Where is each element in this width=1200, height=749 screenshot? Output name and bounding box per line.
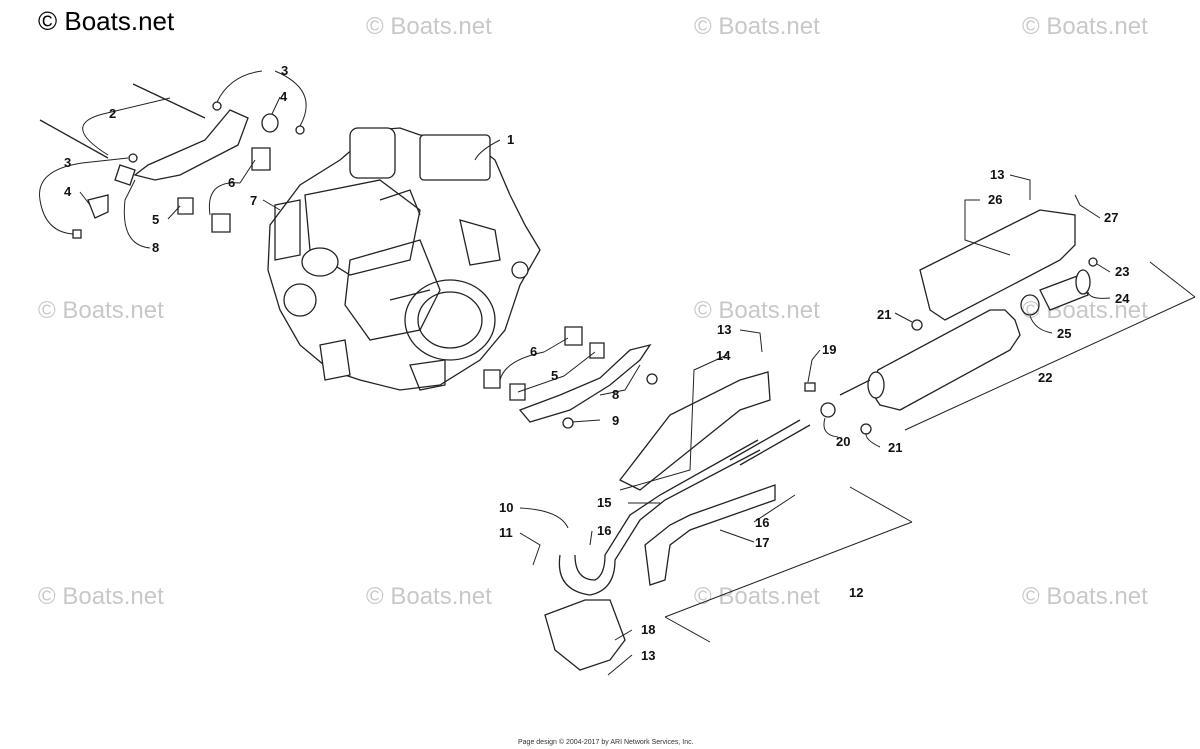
callout-14: 14: [716, 348, 731, 363]
nut-21: [860, 423, 872, 435]
callout-19: 19: [822, 342, 836, 357]
lower-mount-parts: [483, 326, 658, 429]
engine-illustration: [267, 127, 541, 391]
head-pipe-15: [558, 439, 761, 596]
callout-10: 10: [499, 500, 513, 515]
watermark: © Boats.net: [694, 583, 820, 610]
leader-lines: [39, 70, 1111, 676]
watermark: © Boats.net: [694, 13, 820, 40]
shield-18: [544, 599, 626, 671]
callout-24: 24: [1115, 291, 1130, 306]
callout-4: 4: [64, 184, 72, 199]
callout-11: 11: [499, 525, 513, 540]
callout-9: 9: [612, 413, 619, 428]
callout-18: 18: [641, 622, 655, 637]
callout-15: 15: [597, 495, 611, 510]
gasket-25: [1020, 294, 1040, 316]
watermark: © Boats.net: [38, 583, 164, 610]
callout-labels: 1 2 3 3 4 4 5 5 6 6 7 8 8 9 10 11 12 13 …: [64, 63, 1130, 663]
callout-20: 20: [836, 434, 850, 449]
callout-6: 6: [530, 344, 537, 359]
callout-27: 27: [1104, 210, 1118, 225]
watermark: © Boats.net: [366, 583, 492, 610]
bolt-23: [1088, 257, 1098, 267]
callout-26: 26: [988, 192, 1002, 207]
nut-21: [911, 319, 923, 331]
callout-12: 12: [849, 585, 863, 600]
callout-17: 17: [755, 535, 769, 550]
watermark: © Boats.net: [1022, 583, 1148, 610]
callout-16: 16: [597, 523, 611, 538]
callout-8: 8: [612, 387, 619, 402]
callout-6: 6: [228, 175, 235, 190]
callout-4: 4: [280, 89, 288, 104]
callout-2: 2: [109, 106, 116, 121]
spark-arrestor-24: [1039, 269, 1091, 311]
callout-13: 13: [717, 322, 731, 337]
callout-13: 13: [641, 648, 655, 663]
callout-1: 1: [507, 132, 514, 147]
watermark: © Boats.net: [366, 13, 492, 40]
left-mount-parts: [39, 83, 305, 239]
callout-22: 22: [1038, 370, 1052, 385]
watermark-main: © Boats.net: [38, 6, 175, 36]
callout-16: 16: [755, 515, 769, 530]
callout-21: 21: [888, 440, 902, 455]
callout-25: 25: [1057, 326, 1071, 341]
watermark: © Boats.net: [38, 297, 164, 324]
callout-3: 3: [64, 155, 71, 170]
callout-23: 23: [1115, 264, 1129, 279]
muffler-22: [729, 309, 1021, 466]
heat-shield-26: [919, 209, 1076, 321]
assembly-brackets: [664, 261, 1196, 643]
copyright-footer: Page design © 2004-2017 by ARI Network S…: [518, 738, 694, 746]
shield-17: [644, 484, 776, 586]
callout-3: 3: [281, 63, 288, 78]
callout-7: 7: [250, 193, 257, 208]
callout-13: 13: [990, 167, 1004, 182]
heat-shield-14: [619, 371, 771, 491]
callout-5: 5: [152, 212, 159, 227]
callout-5: 5: [551, 368, 558, 383]
watermark: © Boats.net: [1022, 297, 1148, 324]
callout-8: 8: [152, 240, 159, 255]
watermark: © Boats.net: [694, 297, 820, 324]
watermark: © Boats.net: [1022, 13, 1148, 40]
callout-21: 21: [877, 307, 891, 322]
